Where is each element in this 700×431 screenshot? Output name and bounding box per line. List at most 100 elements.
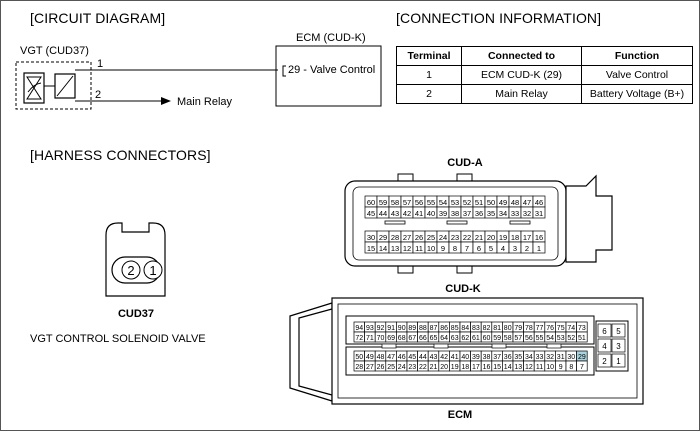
table-row: 2 Main Relay Battery Voltage (B+) xyxy=(396,84,693,104)
ecm-label: ECM (CUD-K) xyxy=(296,32,366,44)
pin-number: 59 xyxy=(379,198,387,207)
pin-number: 10 xyxy=(427,244,435,253)
pin-number: 29 xyxy=(578,354,586,361)
pin-number: 33 xyxy=(511,209,519,218)
pin-number: 49 xyxy=(366,354,374,361)
pin-number: 63 xyxy=(451,335,459,342)
pin-number: 17 xyxy=(472,364,480,371)
pin-number: 79 xyxy=(514,325,522,332)
ecm-footer-label: ECM xyxy=(447,409,473,421)
cud37-description: VGT CONTROL SOLENOID VALVE xyxy=(30,333,206,345)
pin-number: 8 xyxy=(569,364,573,371)
vgt-dashed-box xyxy=(15,61,92,110)
cud37-pin-1: 1 xyxy=(149,263,157,278)
pin-number: 54 xyxy=(439,198,447,207)
side-pin-number: 3 xyxy=(616,342,621,351)
pin-number: 35 xyxy=(514,354,522,361)
pin-number: 26 xyxy=(415,233,423,242)
side-pin-cell xyxy=(611,353,626,368)
pin-number: 48 xyxy=(511,198,519,207)
pin-number: 43 xyxy=(391,209,399,218)
pin-number: 38 xyxy=(451,209,459,218)
pin-number: 93 xyxy=(366,325,374,332)
pin-number: 74 xyxy=(567,325,575,332)
side-pin-number: 1 xyxy=(616,357,621,366)
pin-number: 89 xyxy=(408,325,416,332)
ecm-box xyxy=(275,45,382,107)
pin-number: 81 xyxy=(493,325,501,332)
pin-number: 55 xyxy=(536,335,544,342)
pin-number: 21 xyxy=(475,233,483,242)
pin-number: 33 xyxy=(536,354,544,361)
pin-number: 20 xyxy=(440,364,448,371)
cud-a-connector xyxy=(344,173,613,274)
pin-number: 31 xyxy=(557,354,565,361)
pin-number: 43 xyxy=(430,354,438,361)
pin-number: 39 xyxy=(439,209,447,218)
pin-number: 27 xyxy=(403,233,411,242)
pin-number: 9 xyxy=(441,244,445,253)
pin-number: 34 xyxy=(499,209,507,218)
pin-number: 47 xyxy=(523,198,531,207)
pin-number: 22 xyxy=(419,364,427,371)
side-pin-cell xyxy=(597,353,612,368)
pin-number: 39 xyxy=(472,354,480,361)
pin-number: 27 xyxy=(366,364,374,371)
cud37-connector xyxy=(105,222,166,297)
pin-number: 82 xyxy=(483,325,491,332)
header-terminal: Terminal xyxy=(396,46,462,66)
pin-number: 57 xyxy=(514,335,522,342)
pin-number: 52 xyxy=(567,335,575,342)
pin-number: 65 xyxy=(430,335,438,342)
pin-number: 6 xyxy=(477,244,481,253)
pin-number: 49 xyxy=(499,198,507,207)
pin-number: 9 xyxy=(559,364,563,371)
pin-number: 58 xyxy=(504,335,512,342)
pin-number: 40 xyxy=(427,209,435,218)
pin-number: 64 xyxy=(440,335,448,342)
side-pin-cell xyxy=(597,338,612,353)
pin-number: 11 xyxy=(536,364,543,371)
pin-number: 5 xyxy=(489,244,493,253)
pin-number: 78 xyxy=(525,325,533,332)
pin-number: 18 xyxy=(511,233,519,242)
pin-number: 66 xyxy=(419,335,427,342)
pin-number: 19 xyxy=(499,233,507,242)
pin-number: 50 xyxy=(355,354,363,361)
pin-number: 44 xyxy=(419,354,427,361)
pin-number: 35 xyxy=(487,209,495,218)
pin2-label: 2 xyxy=(95,89,102,101)
pin-number: 76 xyxy=(546,325,554,332)
pin-number: 30 xyxy=(367,233,375,242)
pin-number: 14 xyxy=(379,244,387,253)
table-row: 1 ECM CUD-K (29) Valve Control xyxy=(396,65,693,85)
pin-number: 7 xyxy=(465,244,469,253)
pin-number: 25 xyxy=(387,364,395,371)
vgt-label: VGT (CUD37) xyxy=(20,45,89,57)
pin-number: 36 xyxy=(475,209,483,218)
pin-number: 24 xyxy=(439,233,447,242)
pin-number: 51 xyxy=(578,335,586,342)
pin-number: 68 xyxy=(398,335,406,342)
pin-number: 90 xyxy=(398,325,406,332)
pin1-label: 1 xyxy=(97,58,104,70)
pin-number: 94 xyxy=(355,325,363,332)
pin-number: 47 xyxy=(387,354,395,361)
cell-connected-to: ECM CUD-K (29) xyxy=(461,65,582,85)
pin-number: 56 xyxy=(415,198,423,207)
pin-number: 80 xyxy=(504,325,512,332)
pin-number: 11 xyxy=(415,244,423,253)
pin-number: 4 xyxy=(501,244,505,253)
pin-number: 77 xyxy=(536,325,544,332)
cud37-title: CUD37 xyxy=(117,308,155,320)
pin-number: 15 xyxy=(367,244,375,253)
pin-number: 44 xyxy=(379,209,387,218)
pin-number: 86 xyxy=(440,325,448,332)
pin-number: 50 xyxy=(487,198,495,207)
pin-number: 13 xyxy=(391,244,399,253)
pin-number: 24 xyxy=(398,364,406,371)
pin-number: 40 xyxy=(461,354,469,361)
cell-connected-to: Main Relay xyxy=(461,84,582,104)
